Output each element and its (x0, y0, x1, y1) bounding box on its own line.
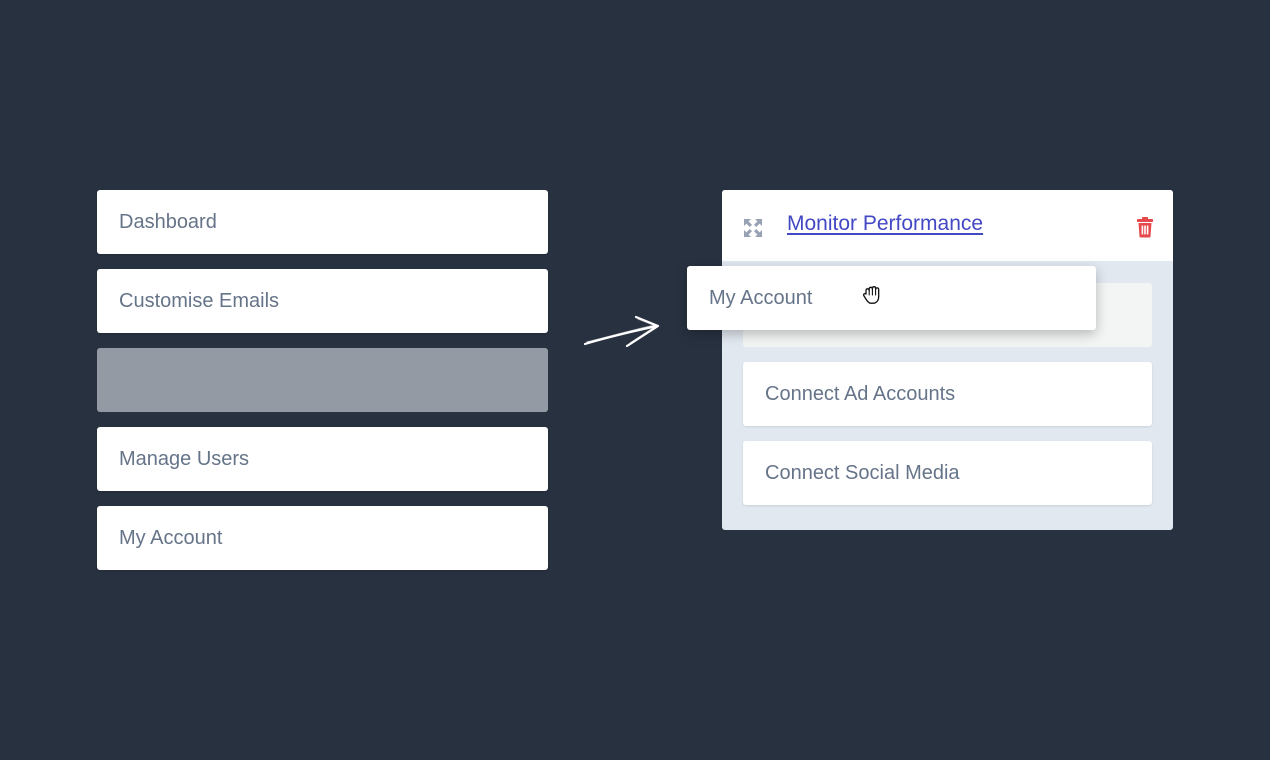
dragging-card-label: My Account (709, 286, 813, 309)
panel-item-label: Connect Social Media (765, 461, 960, 484)
group-panel-header: Monitor Performance (722, 190, 1173, 261)
list-item-dashboard[interactable]: Dashboard (97, 190, 548, 254)
grab-hand-cursor-icon (862, 286, 880, 304)
dragging-card-my-account[interactable]: My Account (687, 266, 1096, 330)
list-item-my-account[interactable]: My Account (97, 506, 548, 570)
panel-item-connect-social-media[interactable]: Connect Social Media (743, 441, 1152, 505)
drag-placeholder-slot (97, 348, 548, 412)
list-item-customise-emails[interactable]: Customise Emails (97, 269, 548, 333)
hand-drawn-arrow-icon (583, 315, 660, 348)
panel-title-link[interactable]: Monitor Performance (787, 212, 984, 235)
list-item-label: My Account (119, 526, 223, 549)
panel-item-connect-ad-accounts[interactable]: Connect Ad Accounts (743, 362, 1152, 426)
list-item-manage-users[interactable]: Manage Users (97, 427, 548, 491)
expand-arrows-icon[interactable] (742, 217, 764, 239)
group-panel: Monitor Performance Connect Ad Accounts … (722, 190, 1173, 530)
list-item-label: Manage Users (119, 447, 250, 470)
panel-item-label: Connect Ad Accounts (765, 382, 956, 405)
trash-icon[interactable] (1135, 216, 1155, 238)
list-item-label: Customise Emails (119, 289, 280, 312)
list-item-label: Dashboard (119, 210, 217, 233)
